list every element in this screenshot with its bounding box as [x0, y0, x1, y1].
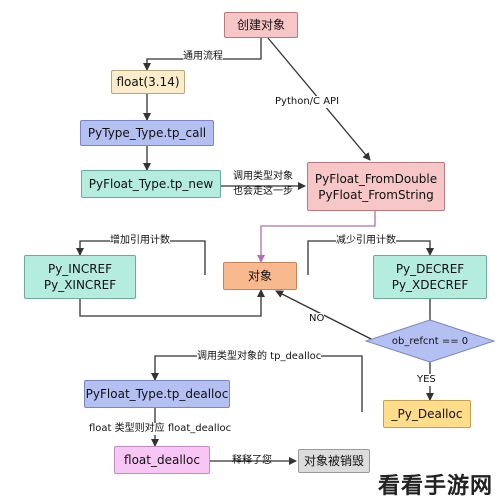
decref-label: Py_DECREF: [395, 262, 465, 276]
object-node: 对象: [223, 262, 297, 290]
decref-node: Py_DECREF Py_XDECREF: [373, 255, 487, 299]
float-type-maps-label: float 类型则对应 float_dealloc: [89, 423, 232, 435]
pyfloat-dealloc-node: PyFloat_Type.tp_dealloc: [84, 380, 230, 408]
general-flow-label: 通用流程: [183, 51, 223, 63]
float-dealloc-node: float_dealloc: [114, 446, 210, 474]
from-string-label: PyFloat_FromString: [318, 187, 434, 202]
free-it-label: 释释了您: [232, 455, 272, 466]
object-label: 对象: [247, 269, 272, 283]
create-object-node: 创建对象: [224, 12, 298, 38]
call-type-object-label: 调用类型对象: [233, 171, 293, 182]
also-this-step-label: 也会走这一步: [233, 186, 293, 197]
call-tp-dealloc-label: 调用类型对象的 tp_dealloc: [197, 351, 322, 363]
destroyed-label: 对象被销毁: [303, 454, 364, 468]
pyfloat-new-node: PyFloat_Type.tp_new: [81, 170, 221, 198]
pyfloat-new-label: PyFloat_Type.tp_new: [88, 177, 214, 191]
py-dealloc-label: _Py_Dealloc: [391, 407, 463, 421]
increase-ref-label: 增加引用计数: [110, 235, 170, 247]
float-dealloc-label: float_dealloc: [124, 453, 200, 467]
xdecref-label: Py_XDECREF: [391, 278, 469, 292]
refcnt-check-label: ob_refcnt == 0: [391, 335, 469, 347]
edge-diamond-no-to-object: [275, 290, 376, 342]
decrease-ref-label: 减少引用计数: [336, 235, 396, 247]
incref-node: Py_INCREF Py_XINCREF: [24, 255, 136, 299]
pyfloat-from-node: PyFloat_FromDouble PyFloat_FromString: [307, 162, 445, 211]
incref-label: Py_INCREF: [47, 262, 113, 276]
yes-label: YES: [417, 374, 436, 386]
destroyed-node: 对象被销毁: [298, 449, 370, 473]
python-c-api-label: Python/C API: [275, 96, 340, 108]
watermark-text: 看看手游网: [378, 474, 494, 499]
edge-fromdouble-to-object: [257, 211, 376, 263]
pyfloat-dealloc-label: PyFloat_Type.tp_dealloc: [85, 387, 229, 401]
py-dealloc-node: _Py_Dealloc: [383, 400, 471, 428]
no-label: NO: [309, 313, 325, 325]
create-object-label: 创建对象: [236, 18, 285, 32]
from-double-label: PyFloat_FromDouble: [314, 171, 438, 186]
float-call-node: float(3.14): [111, 70, 185, 94]
pytype-call-node: PyType_Type.tp_call: [80, 120, 214, 146]
float-call-label: float(3.14): [116, 75, 180, 89]
pytype-call-label: PyType_Type.tp_call: [87, 126, 207, 140]
refcnt-check-diamond: [364, 319, 496, 363]
edge-incref-to-object: [79, 289, 265, 317]
xincref-label: Py_XINCREF: [43, 278, 117, 292]
